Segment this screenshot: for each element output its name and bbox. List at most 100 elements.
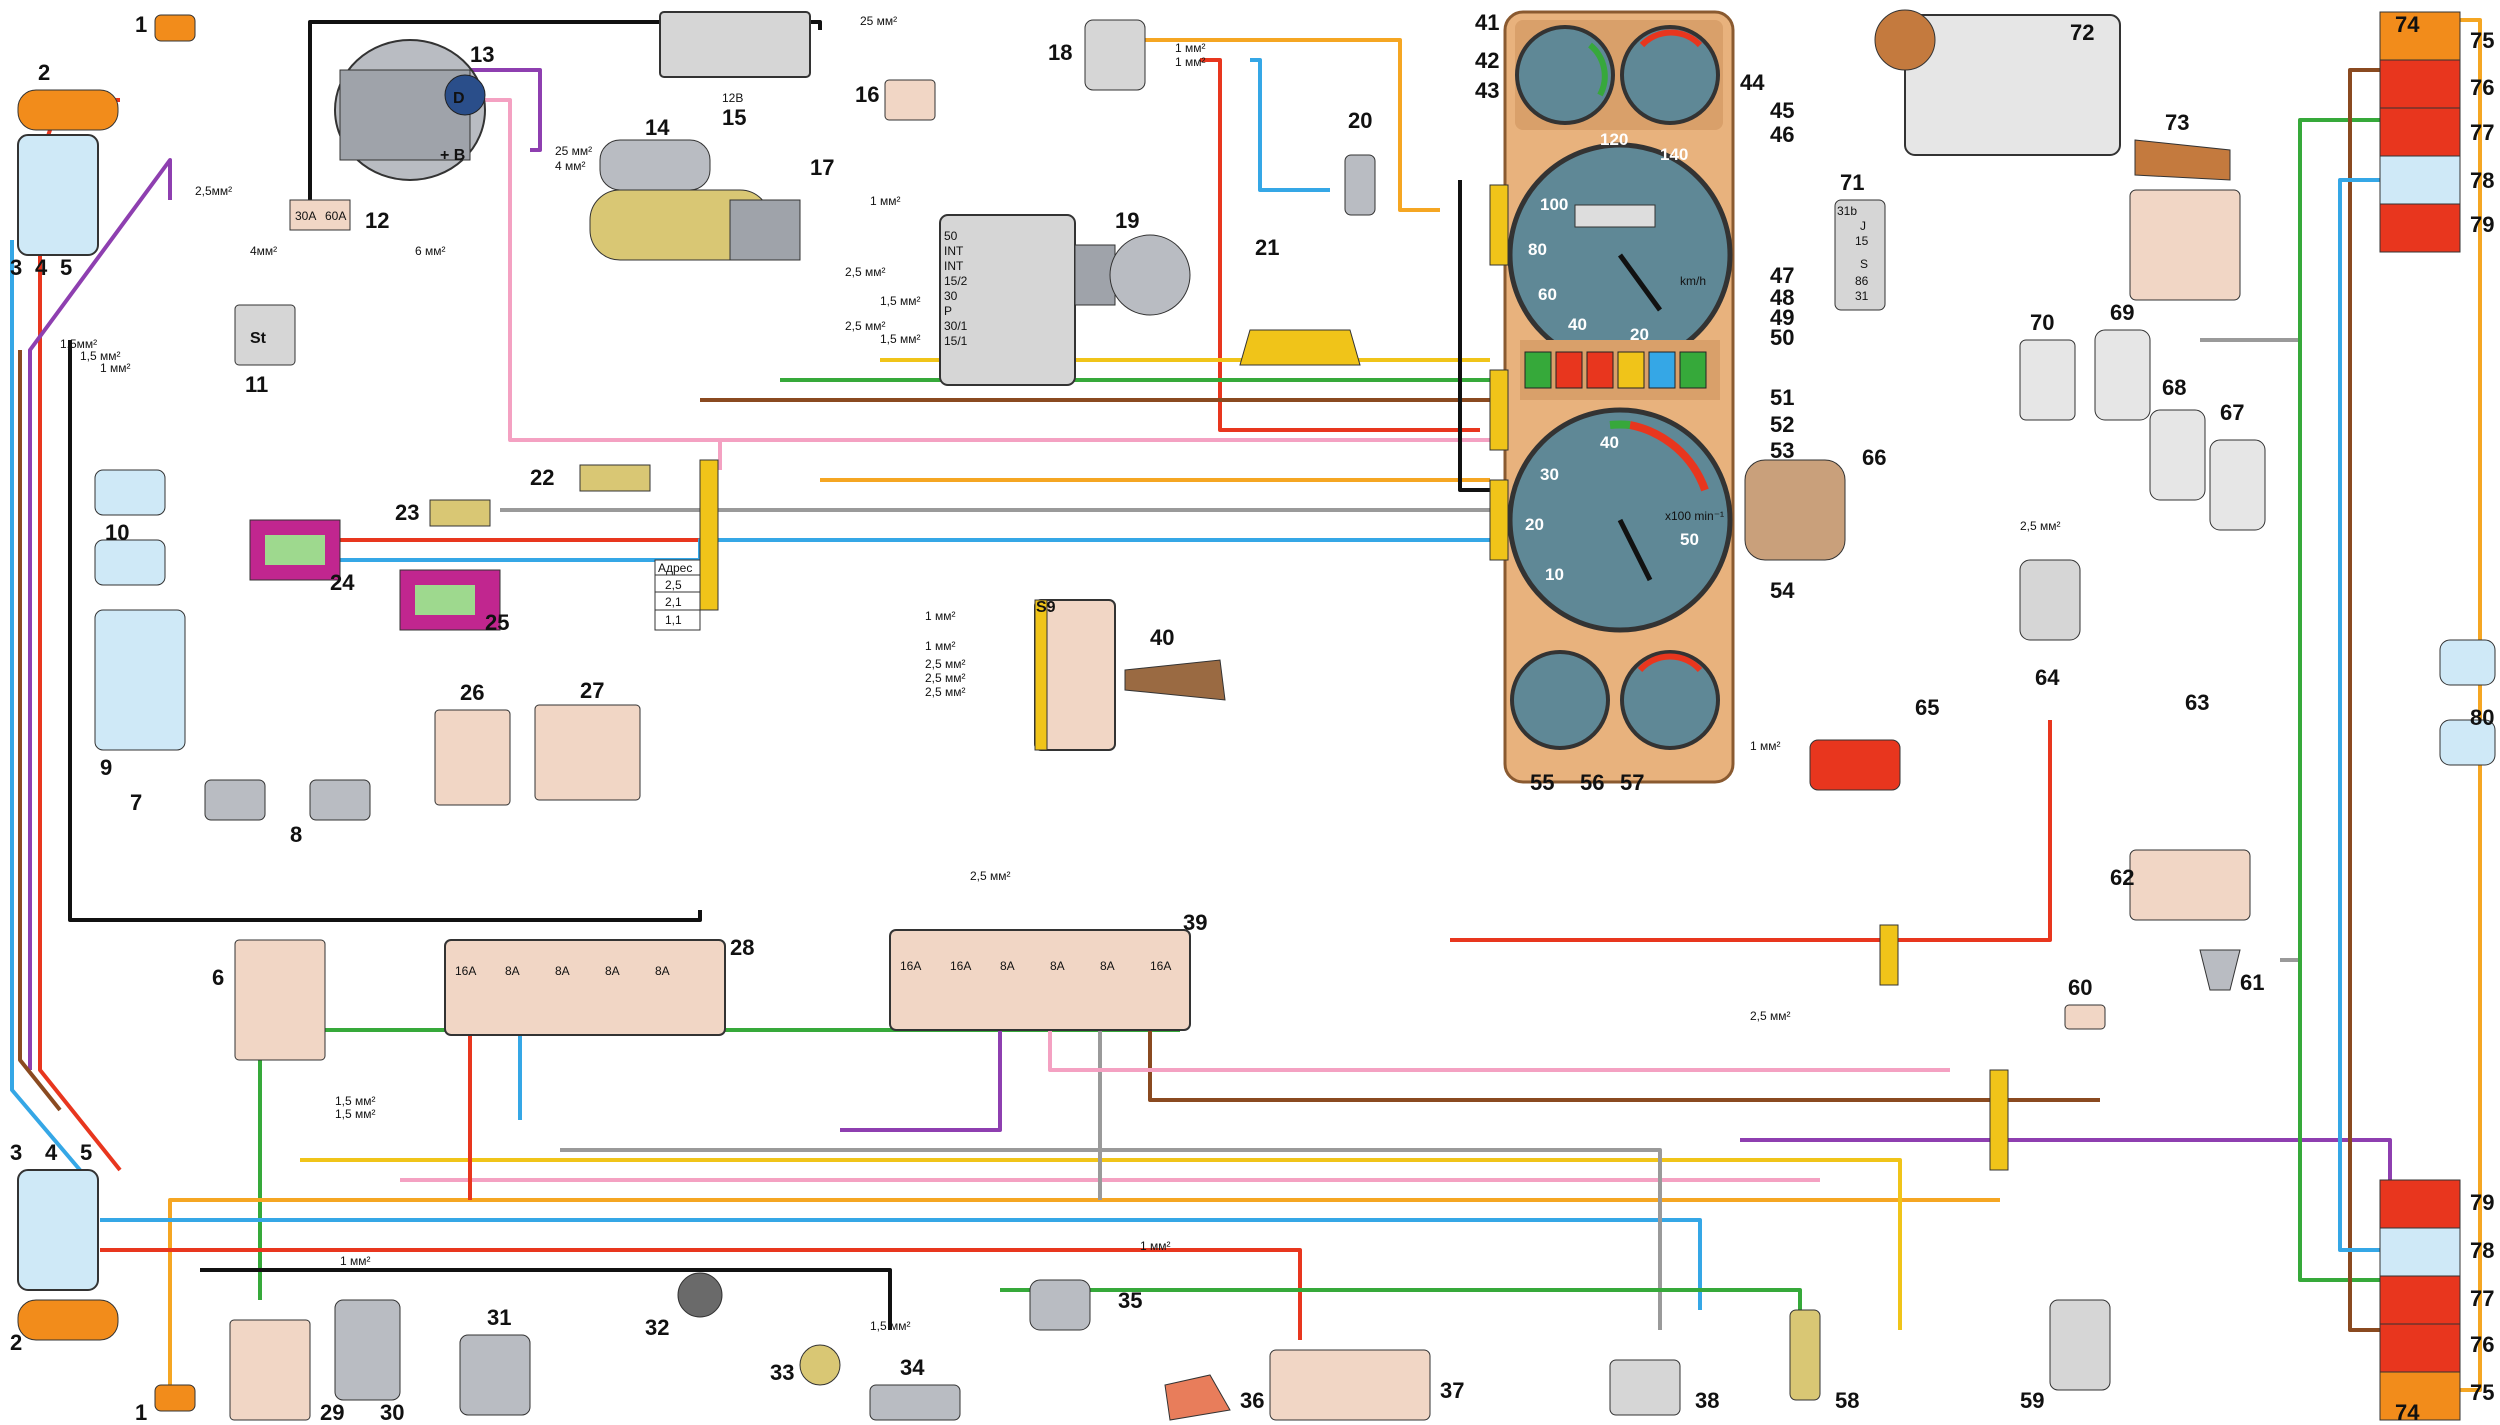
wire-spec-relay: 1 мм² [870,194,901,208]
callout-1-top: 1 [135,12,147,37]
ignition-switch [939,214,1191,386]
speed-tick-80: 80 [1528,240,1547,259]
callout-77-top: 77 [2470,120,2494,145]
address-title: Адрес [658,561,692,575]
callout-57: 57 [1620,770,1644,795]
callout-73: 73 [2165,110,2189,135]
lamp-64 [2019,559,2081,641]
callout-20: 20 [1348,108,1372,133]
connector-panel-top [1489,184,1509,266]
callout-2-bottom: 2 [10,1330,22,1355]
wiper-motor-72 [1904,14,2121,156]
address-value-1: 2,5 [665,578,682,592]
callout-70: 70 [2030,310,2054,335]
callout-14: 14 [645,115,670,140]
wire-spec-s9-2: 1 мм² [925,639,956,653]
wire-violet-right [1740,1138,2392,1200]
turn-signal-relay-26 [434,709,511,806]
wire-spec-s9-3: 2,5 мм² [925,657,966,671]
wire-spec-top: 25 мм² [860,14,897,28]
fuse-label-30a: 30A [295,209,316,223]
wire-pink-top [480,98,722,470]
component-34 [869,1384,961,1421]
coolant-temp-sensor [429,499,491,527]
fuse-box-39 [889,929,1191,1031]
sensor-58 [1789,1309,1821,1401]
callout-41: 41 [1475,10,1499,35]
wire-spec-bottom-5: 1,5 мм² [870,1319,911,1333]
sensor-61 [2199,949,2241,991]
callout-75-bottom: 75 [2470,1380,2494,1405]
callout-3-top: 3 [10,255,22,280]
address-table [654,559,701,631]
callout-66: 66 [1862,445,1886,470]
callout-72: 72 [2070,20,2094,45]
rpm-tick-40: 40 [1600,433,1619,452]
wire-orange-top [1140,38,1440,212]
wire-red-right [1450,720,2052,942]
wire-red-top [1200,58,1480,432]
wire-spec-s9-1: 1 мм² [925,609,956,623]
callout-26: 26 [460,680,484,705]
side-repeater-bottom [154,1384,196,1412]
wire-blue-left [10,240,82,1172]
ignition-terminal-int2: INT [944,259,964,273]
fuse-label-60a: 60A [325,209,346,223]
warning-lamp-red-1 [1555,351,1583,389]
callout-4-bottom: 4 [45,1140,58,1165]
connector-panel-mid [1489,369,1509,451]
callout-67: 67 [2220,400,2244,425]
relay-27 [534,704,641,801]
rpm-tick-50: 50 [1680,530,1699,549]
wire-grey-bottom [560,1148,1662,1330]
wire-spec-s9-4: 2,5 мм² [925,671,966,685]
ignition-terminal-p: P [944,304,952,318]
wire-violet-fuse [840,1000,1002,1132]
relay-71-terminal-86: 86 [1855,274,1869,288]
coolant-temp-gauge [1620,650,1720,750]
callout-36: 36 [1240,1388,1264,1413]
wire-black-right [1458,180,1490,492]
callout-79-top: 79 [2470,212,2494,237]
callout-28: 28 [730,935,754,960]
ignition-terminal-15-2: 15/2 [944,274,968,288]
wire-blue-top [1250,58,1330,192]
wire-blue-mid [330,538,1500,562]
callout-65: 65 [1915,695,1939,720]
regulator-label: St [250,330,267,347]
callout-68: 68 [2162,375,2186,400]
callout-62: 62 [2110,865,2134,890]
callout-1-bottom: 1 [135,1400,147,1425]
underhood-lamp [1239,329,1361,366]
front-lamp-10a [94,469,166,516]
wire-spec-left-4: 1,5 мм² [80,349,121,363]
callout-56: 56 [1580,770,1604,795]
callout-58: 58 [1835,1388,1859,1413]
components [17,9,2496,1421]
callout-44: 44 [1740,70,1765,95]
ignition-terminal-30: 30 [944,289,958,303]
speed-tick-120: 120 [1600,130,1628,149]
wire-spec-fuse-39: 2,5 мм² [970,869,1011,883]
callout-74-bottom: 74 [2395,1400,2420,1425]
callout-25: 25 [485,610,509,635]
wire-brown-fuse [1148,1000,2100,1102]
callout-16: 16 [855,82,879,107]
wire-orange-bottom [168,1198,2000,1390]
connector-panel-low [1489,479,1509,561]
turn-lamp-bottom-left [17,1299,119,1341]
fuse39-rating-3: 8A [1000,959,1015,973]
wire-spec-left-5: 1 мм² [100,361,131,375]
callout-54: 54 [1770,578,1795,603]
wire-spec-left-2: 2,5мм² [195,184,232,198]
fuse39-rating-1: 16A [900,959,921,973]
ignition-terminal-15-1: 15/1 [944,334,968,348]
turn-lamp-top-left [17,89,119,131]
rear-lamp-bottom [2379,1179,2461,1421]
fuse39-rating-2: 16A [950,959,971,973]
connector-block-22 [699,459,719,611]
heater-switch-66 [1744,459,1846,561]
rear-lamp-top [2379,11,2461,253]
fusible-link-block [659,11,811,78]
callout-15: 15 [722,105,746,130]
